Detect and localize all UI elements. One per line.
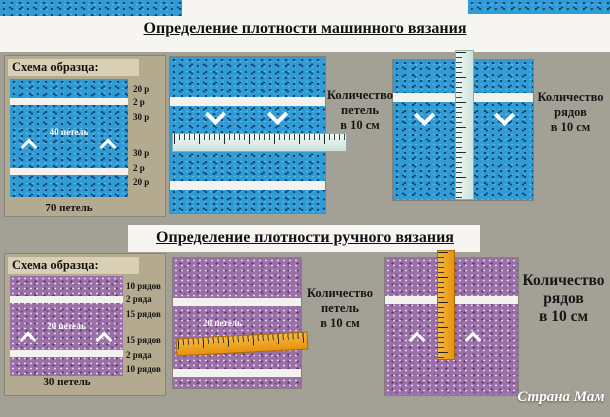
hand-swatch: 20 петель: [10, 276, 123, 376]
hand-rows-caption: Количество рядов в 10 см: [522, 272, 605, 325]
hand-section-title: Определение плотности ручного вязания: [156, 229, 454, 246]
hand-stitches-photo: [173, 258, 301, 388]
down-arrow-icon: [493, 104, 516, 127]
scheme-row-label: 15 рядов: [126, 335, 161, 345]
machine-section-title: Определение плотности машинного вязания: [143, 20, 467, 37]
up-arrow-icon: [95, 331, 113, 349]
down-arrow-icon: [266, 103, 289, 126]
hand-stitches-caption: Количество петель в 10 см: [306, 286, 374, 330]
up-arrow-icon: [99, 138, 117, 156]
scheme-row-label: 30 р: [133, 148, 150, 158]
marker-stripe: [173, 298, 301, 306]
marker-stripe: [170, 181, 325, 190]
vertical-ruler-orange: [437, 250, 455, 360]
hand-center-label: 20 петель: [47, 321, 86, 331]
hand-scheme-header: Схема образца:: [8, 257, 139, 274]
marker-stripe: [173, 369, 301, 377]
scheme-row-label: 2 р: [133, 97, 145, 107]
hand-scheme-panel: Схема образца: 20 петель 10 рядов 2 ряда…: [5, 254, 165, 395]
scheme-row-label: 10 рядов: [126, 281, 161, 291]
scheme-row-label: 2 ряда: [126, 294, 152, 304]
marker-stripe: [10, 168, 128, 175]
marker-stripe: [10, 350, 123, 357]
up-arrow-icon: [19, 331, 37, 349]
up-arrow-icon: [20, 138, 38, 156]
down-arrow-icon: [413, 104, 436, 127]
up-arrow-icon: [408, 331, 426, 349]
scheme-row-label: 20 р: [133, 84, 150, 94]
scheme-row-label: 2 ряда: [126, 350, 152, 360]
machine-scheme-header: Схема образца:: [8, 59, 139, 76]
scheme-row-label: 2 р: [133, 163, 145, 173]
horizontal-ruler: [172, 133, 347, 152]
hand-title-band: [128, 225, 480, 252]
marker-stripe: [10, 296, 123, 303]
watermark: Страна Мам: [517, 389, 605, 405]
up-arrow-icon: [464, 331, 482, 349]
knit-strip-top-right: [468, 0, 610, 14]
vertical-ruler: [455, 50, 474, 200]
machine-rows-caption: Количество рядов в 10 см: [537, 90, 604, 134]
scheme-row-label: 15 рядов: [126, 309, 161, 319]
hand-bottom-label: 30 петель: [43, 376, 91, 388]
knit-strip-top-left: [0, 0, 182, 16]
machine-center-label: 40 петель: [49, 127, 89, 137]
marker-stripe: [10, 98, 128, 105]
scheme-row-label: 30 р: [133, 112, 150, 122]
scheme-row-label: 10 рядов: [126, 364, 161, 374]
machine-stitches-caption: Количество петель в 10 см: [326, 88, 394, 132]
machine-bottom-label: 70 петель: [45, 202, 93, 214]
hand-ruler-label: 20 петель: [203, 318, 242, 328]
machine-swatch: 40 петель: [10, 79, 128, 197]
machine-scheme-panel: Схема образца: 40 петель 20 р 2 р 30 р 3…: [5, 56, 165, 216]
scheme-row-label: 20 р: [133, 177, 150, 187]
down-arrow-icon: [204, 103, 227, 126]
marker-stripe: [170, 97, 325, 106]
